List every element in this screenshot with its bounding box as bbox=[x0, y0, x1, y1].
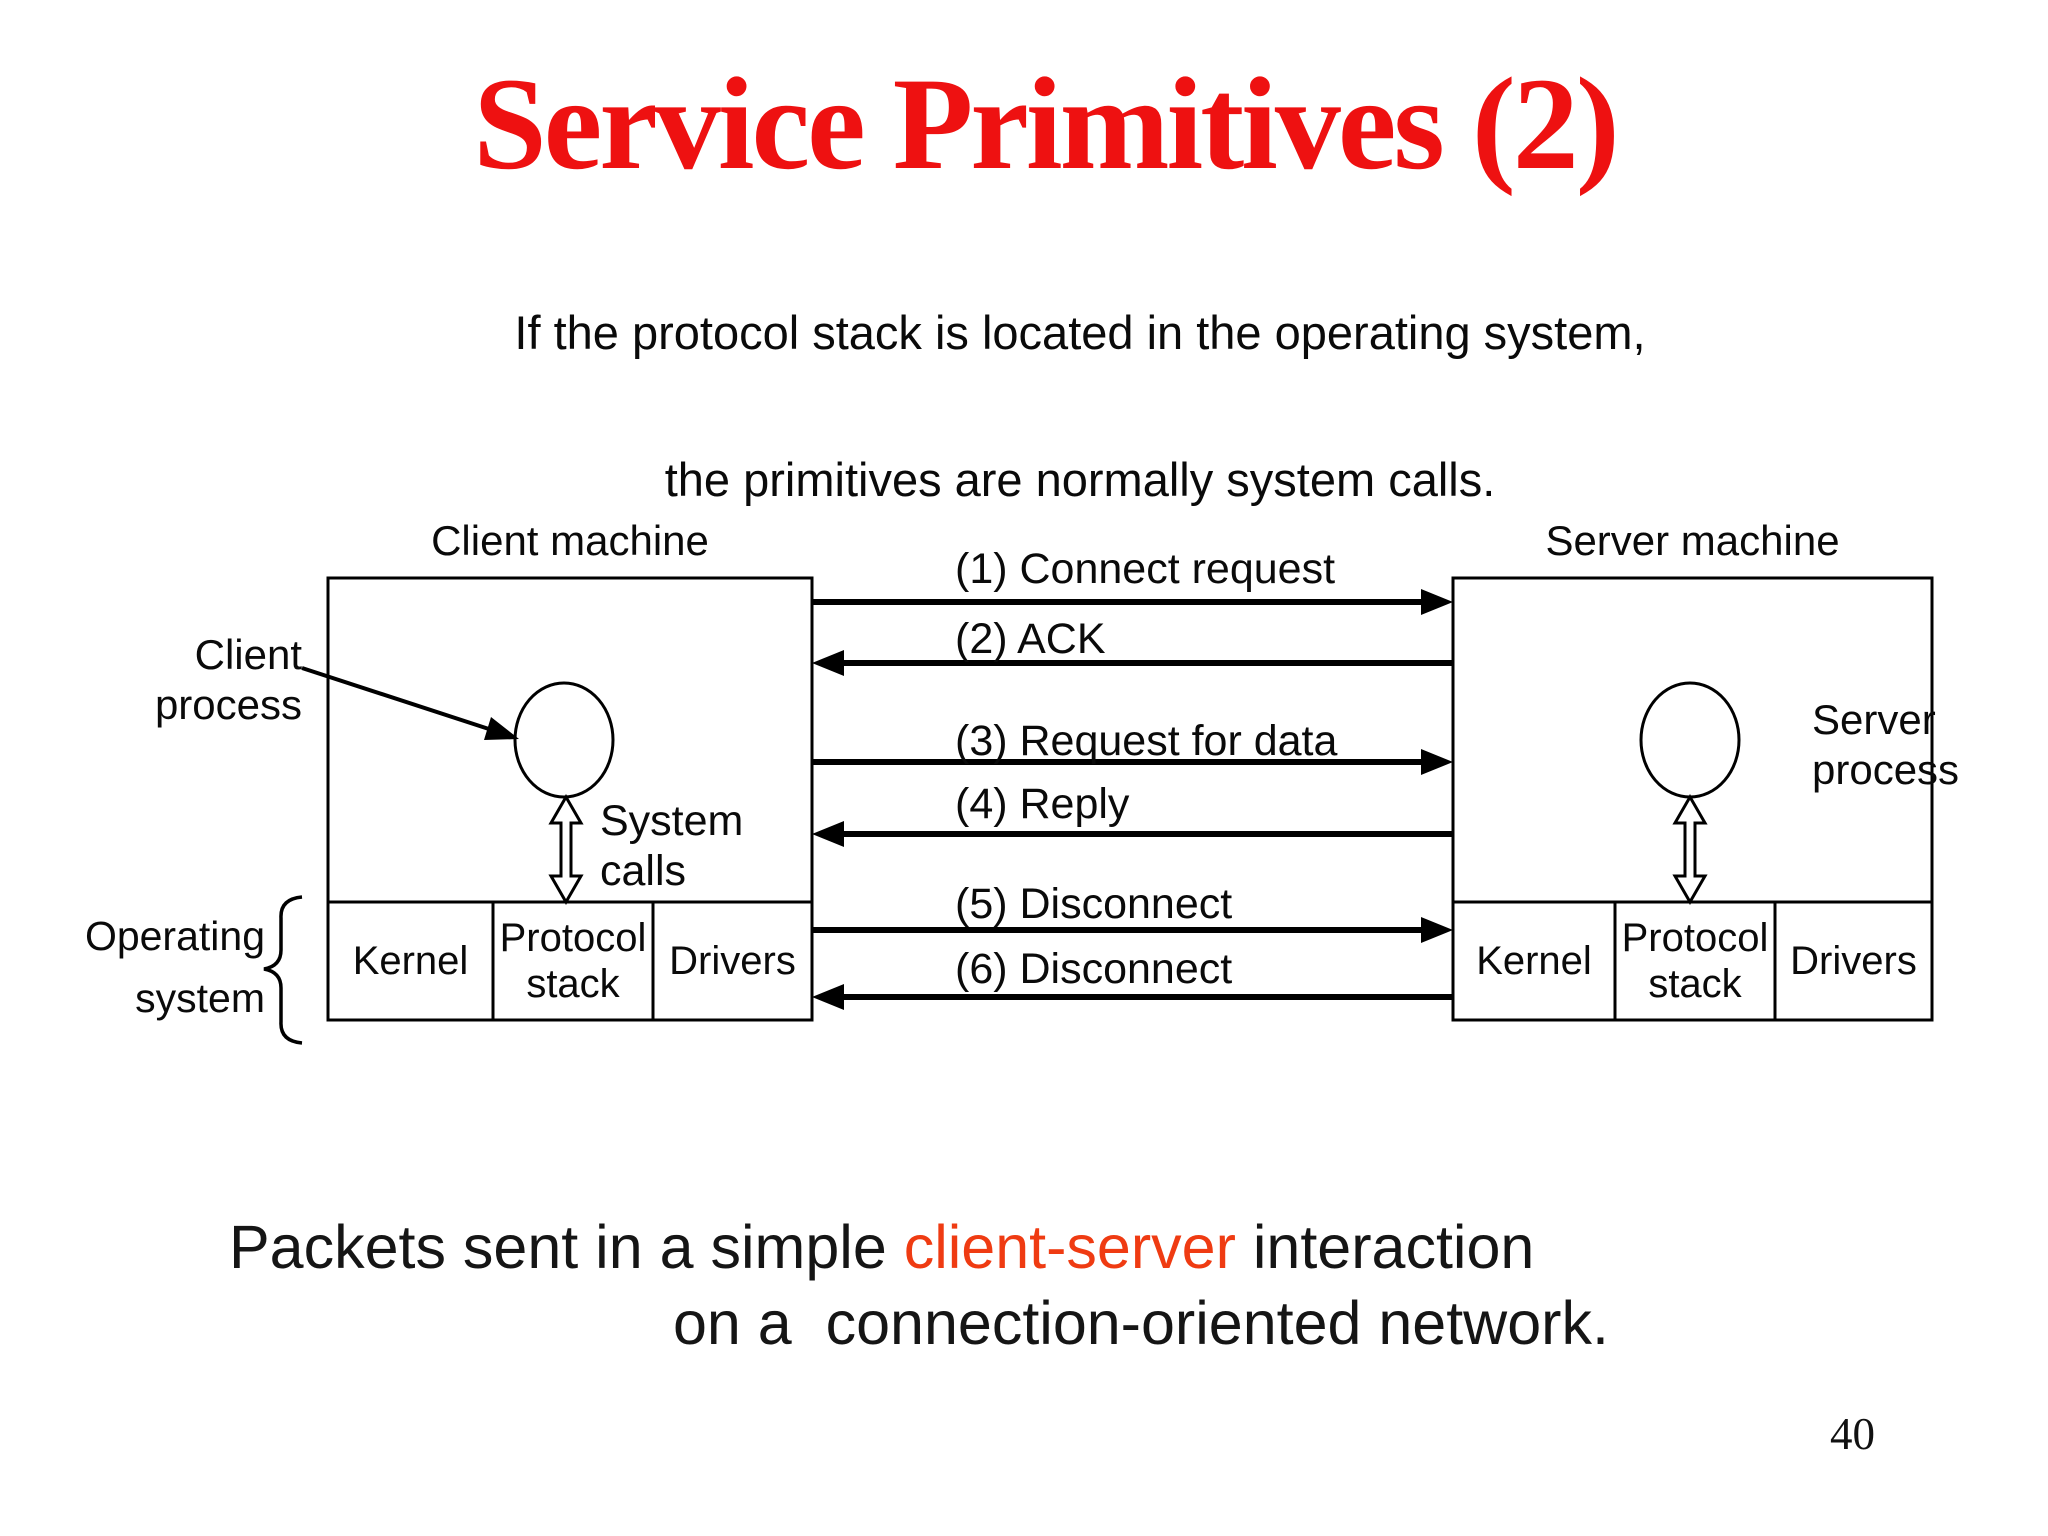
message-label-4: (4) Reply bbox=[955, 780, 1130, 828]
client-process-label: Client process bbox=[154, 631, 302, 728]
server-process-label: Server process bbox=[1812, 696, 1960, 793]
subtitle-line-2: the primitives are normally system calls… bbox=[664, 453, 1496, 506]
server-kernel-cell: Kernel bbox=[1476, 939, 1592, 983]
server-system-calls-double-arrow bbox=[1672, 793, 1708, 906]
message-arrow-1-right bbox=[812, 589, 1453, 615]
message-label-3: (3) Request for data bbox=[955, 717, 1338, 765]
message-arrow-3-right bbox=[812, 749, 1453, 775]
client-drivers-cell: Drivers bbox=[669, 939, 796, 983]
server-machine-label: Server machine bbox=[1545, 517, 1840, 564]
message-arrow-4-left bbox=[812, 821, 1453, 847]
operating-system-label: Operating system bbox=[84, 913, 265, 1021]
caption-line-1-post: interaction bbox=[1235, 1213, 1535, 1281]
message-arrow-6-left bbox=[812, 984, 1453, 1010]
client-machine-box bbox=[326, 576, 814, 1022]
client-kernel-cell: Kernel bbox=[352, 939, 469, 983]
slide-title: Service Primitives (2) bbox=[473, 50, 1619, 197]
caption-line-1-pre: Packets sent in a simple bbox=[229, 1213, 904, 1281]
server-protocol-stack-cell: Protocol stack bbox=[1621, 916, 1769, 1006]
server-process-circle bbox=[1639, 681, 1741, 799]
caption-line-2: on a connection-oriented network. bbox=[673, 1289, 1609, 1357]
caption-line-1: Packets sent in a simple client-server i… bbox=[229, 1212, 1534, 1282]
operating-system-brace bbox=[263, 895, 303, 1045]
subtitle-line-1: If the protocol stack is located in the … bbox=[514, 306, 1646, 359]
client-system-calls-double-arrow bbox=[548, 793, 584, 906]
message-label-1: (1) Connect request bbox=[955, 545, 1336, 593]
message-label-5: (5) Disconnect bbox=[955, 880, 1233, 928]
server-drivers-cell: Drivers bbox=[1790, 939, 1917, 983]
message-arrow-5-right bbox=[812, 917, 1453, 943]
message-arrow-2-left bbox=[812, 650, 1453, 676]
client-protocol-stack-cell: Protocol stack bbox=[499, 916, 647, 1006]
system-calls-label: System calls bbox=[600, 797, 744, 895]
message-label-2: (2) ACK bbox=[955, 615, 1106, 663]
client-process-circle bbox=[513, 681, 615, 799]
page-number: 40 bbox=[1830, 1409, 1875, 1459]
client-machine-label: Client machine bbox=[431, 517, 709, 564]
message-label-6: (6) Disconnect bbox=[955, 945, 1233, 993]
caption-line-1-highlight: client-server bbox=[903, 1213, 1236, 1281]
client-process-pointer-arrow bbox=[301, 666, 519, 740]
